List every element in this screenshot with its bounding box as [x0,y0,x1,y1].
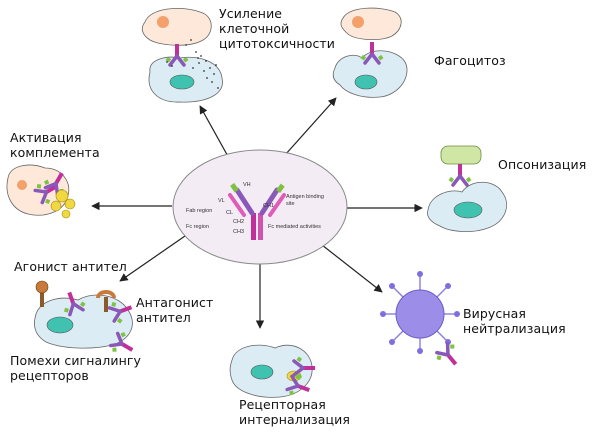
center-ellipse [172,149,348,265]
ab-label-vh: VH [243,182,251,188]
label-agonist: Агонист антител [14,259,127,274]
label-cytotoxicity-line1: Усиление [219,6,283,21]
ab-label-fab-region: Fab region [186,208,212,214]
center-antibody-panel: VH VL CL CH1 CH2 CH3 Fab region Fc regio… [172,149,348,265]
label-internalization-line1: Рецепторная [239,397,326,412]
label-internalization-line2: интернализация [239,412,351,427]
ab-label-cl: CL [226,210,233,216]
phagocytosis-illustration [332,7,408,98]
ab-label-fc-region: Fc region [186,224,209,230]
ab-label-fc-mediated: Fc mediated activities [268,224,321,230]
cytotoxicity-illustration [141,7,223,103]
label-opsonization: Опсонизация [498,157,587,172]
arrow-agonist [119,235,186,282]
label-signaling: Помехи сигналингу рецепторов [10,353,141,383]
receptor-signaling-illustration [34,280,140,362]
label-cytotoxicity: Усиление клеточной цитотоксичности [219,6,335,51]
arrow-cytotoxicity [199,105,231,161]
label-complement-line1: Активация [10,130,82,145]
ab-label-vl: VL [218,198,225,204]
ab-label-ch1: CH1 [263,203,274,209]
label-viral-line2: нейтрализация [463,321,566,336]
label-viral-line1: Вирусная [463,306,527,321]
label-phagocytosis: Фагоцитоз [434,53,506,68]
complement-illustration [6,164,76,219]
label-antagonist-line2: антител [136,310,191,325]
arrow-viral [321,244,383,293]
label-antagonist: Антагонист антител [136,295,213,325]
label-complement-line2: комплемента [10,145,100,160]
arrows [91,97,423,329]
label-complement: Активация комплемента [10,130,100,160]
arrow-phagocytosis [284,97,337,156]
label-viral: Вирусная нейтрализация [463,306,566,336]
label-cytotoxicity-line3: цитотоксичности [219,36,336,51]
ab-label-antigen-binding-2: site [286,201,295,207]
ab-label-antigen-binding-1: Antigen binding [286,194,324,200]
label-cytotoxicity-line2: клеточной [219,21,290,36]
internalization-illustration [229,344,317,403]
label-signaling-line1: Помехи сигналингу [10,353,142,368]
label-antagonist-line1: Антагонист [136,295,214,310]
label-signaling-line2: рецепторов [10,368,89,383]
virus-illustration [380,271,467,374]
antibody-structure: VH VL CL CH1 CH2 CH3 Fab region Fc regio… [186,182,324,240]
ab-label-ch2: CH2 [233,219,244,225]
ab-label-ch3: CH3 [233,229,244,235]
opsonization-illustration [427,145,507,232]
label-internalization: Рецепторная интернализация [239,397,350,427]
